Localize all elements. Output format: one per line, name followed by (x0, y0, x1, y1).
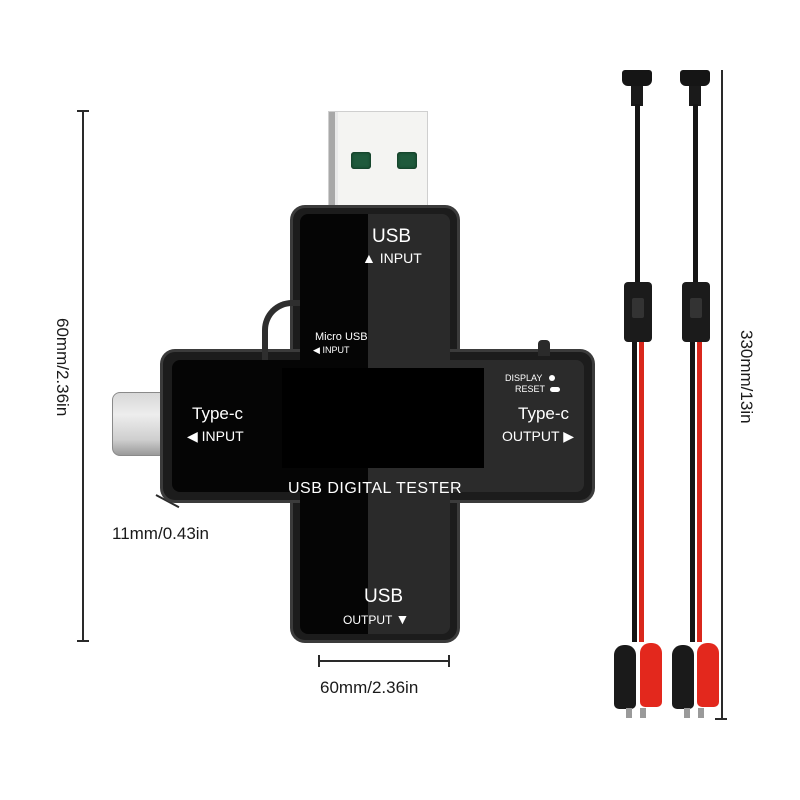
cable-2-plug-neck (689, 86, 701, 106)
cable-1-wire-black (635, 104, 640, 284)
cable-2-inline-switch (682, 282, 710, 342)
width-dimension-label: 60mm/2.36in (320, 678, 419, 697)
usb-input-label: INPUT (379, 250, 422, 266)
height-dimension-cap-top (77, 110, 89, 112)
typec-output-label: OUTPUT (502, 428, 560, 444)
typec-output-label-row: OUTPUT ▶ (502, 428, 574, 445)
plug-length-dimension-label: 11mm/0.43in (112, 524, 210, 543)
usb-output-label: OUTPUT (343, 613, 393, 627)
cable-2-red-clip-tip (698, 708, 704, 718)
display-reset-button[interactable] (538, 340, 550, 356)
cable-1-black-clip-tip (626, 708, 632, 718)
cable-2-red-clip (697, 643, 719, 707)
usb-input-title: USB (372, 226, 412, 247)
cable-length-dimension-cap-bottom (715, 718, 727, 720)
height-dimension-line (82, 111, 84, 641)
usb-output-label-row: OUTPUT ▼ (343, 611, 409, 627)
usb-a-plug (328, 111, 428, 211)
device-name: USB DIGITAL TESTER (288, 480, 463, 497)
usb-contact-hole-right (397, 152, 417, 169)
left-triangle-icon: ◀ (187, 428, 198, 444)
cable-1-red-clip-tip (640, 708, 646, 718)
display-screen (282, 368, 484, 468)
display-label-row: DISPLAY (505, 373, 555, 383)
display-label: DISPLAY (505, 373, 543, 383)
cable-1-black-clip (614, 645, 636, 709)
usb-contact-hole-left (351, 152, 371, 169)
cable-2-black-clip-tip (684, 708, 690, 718)
micro-usb-input-title: Micro USB (315, 331, 368, 343)
down-triangle-icon: ▼ (395, 611, 410, 627)
cable-2-wire-black-lower (690, 342, 695, 642)
micro-usb-input-label-row: ◀ INPUT (313, 345, 349, 356)
height-dimension-label: 60mm/2.36in (53, 318, 72, 417)
right-triangle-icon: ▶ (563, 428, 574, 444)
left-triangle-icon: ◀ (313, 345, 320, 355)
up-triangle-icon: ▲ (362, 250, 376, 266)
typec-input-label: INPUT (201, 428, 244, 444)
cable-length-dimension-line (721, 70, 723, 720)
cable-1-plug-neck (631, 86, 643, 106)
cable-length-dimension-label: 330mm/13in (737, 330, 756, 424)
pill-icon (550, 387, 561, 392)
width-dimension-line (318, 660, 450, 662)
height-dimension-cap-bottom (77, 640, 89, 642)
typec-output-title: Type-c (518, 404, 570, 423)
typec-input-title: Type-c (192, 404, 244, 423)
cable-2-wire-black (693, 104, 698, 284)
cable-1-plug (622, 70, 652, 86)
micro-usb-input-label: INPUT (322, 345, 350, 355)
cable-1-wire-black-lower (632, 342, 637, 642)
typec-input-label-row: ◀ INPUT (187, 428, 244, 445)
cable-2-wire-red (697, 342, 702, 642)
usb-input-label-row: ▲ INPUT (362, 250, 422, 266)
dot-icon (548, 375, 555, 381)
reset-label-row: RESET (515, 384, 561, 394)
width-dimension-cap-left (318, 655, 320, 667)
reset-label: RESET (515, 384, 545, 394)
cable-1-red-clip (640, 643, 662, 707)
width-dimension-cap-right (448, 655, 450, 667)
cable-1-wire-red (639, 342, 644, 642)
micro-usb-port (262, 300, 318, 366)
cable-1-inline-switch (624, 282, 652, 342)
cable-2-plug (680, 70, 710, 86)
usb-output-title: USB (364, 586, 404, 607)
cable-2-black-clip (672, 645, 694, 709)
